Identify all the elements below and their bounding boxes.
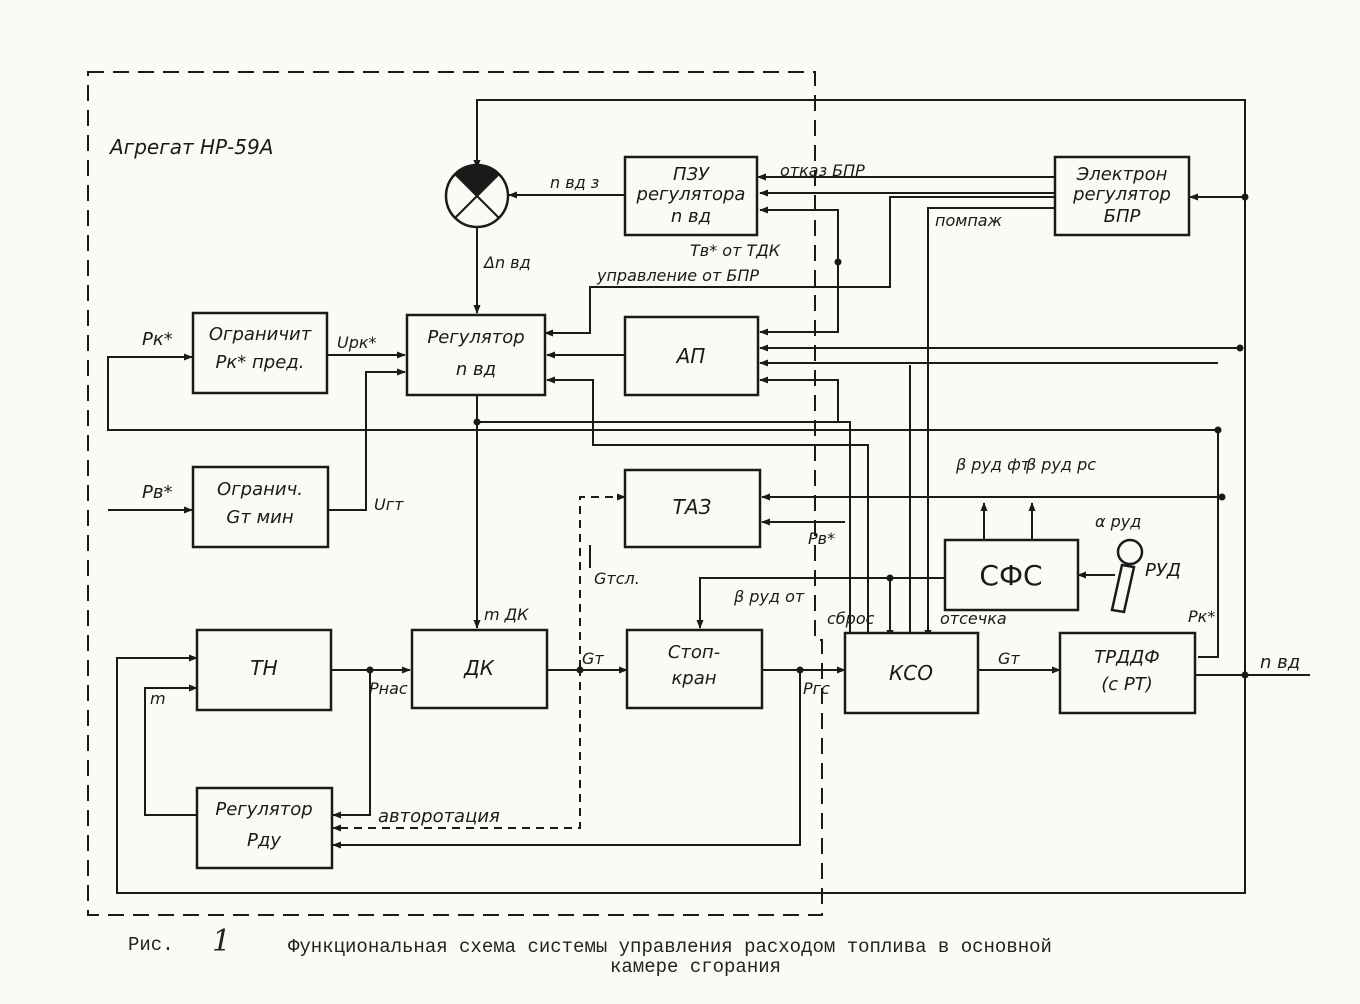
sig-sbros: сброс — [827, 609, 875, 628]
line-ap-in3 — [759, 376, 839, 422]
dk-label: ДК — [463, 656, 495, 680]
line-pnas-reg — [332, 670, 371, 819]
comparator-icon — [444, 163, 510, 229]
stopkran-line1: Стоп- — [668, 642, 720, 663]
sig-gtsl: Gтсл. — [594, 569, 640, 588]
block-regulator-pdu — [195, 786, 334, 870]
sig-beta-rs: β руд рс — [1025, 455, 1096, 474]
line-ugt — [328, 368, 406, 511]
line-tdk-ap — [759, 262, 839, 336]
block-pzu — [623, 155, 759, 237]
line-kso-reg — [546, 376, 869, 640]
electron-line3: БПР — [1104, 206, 1141, 227]
trddf-line2: (с РТ) — [1101, 674, 1153, 695]
sig-delta-n: Δn вд — [482, 253, 531, 272]
sig-pv-taz: Pв* — [808, 529, 835, 548]
ogr-gt-line1: Огранич. — [217, 479, 303, 500]
sig-alpha-rud: α руд — [1095, 512, 1141, 531]
sig-ugt: Uгт — [374, 495, 404, 514]
line-nvd-top-loop — [473, 99, 1246, 675]
pzu-line3: n вд — [671, 206, 711, 227]
sig-gt2: Gт — [998, 649, 1020, 668]
caption-line2: камере сгорания — [610, 956, 782, 978]
pzu-line1: ПЗУ — [673, 164, 710, 185]
electron-line2: регулятор — [1072, 184, 1171, 205]
line-avtorotatsiya — [332, 668, 581, 832]
sig-nvd-out: n вд — [1260, 652, 1300, 673]
block-sfs — [943, 538, 1080, 612]
block-dk — [410, 628, 549, 710]
sig-gt1: Gт — [582, 649, 604, 668]
block-ogr-gt — [191, 465, 330, 549]
unit-label: Агрегат НР-59А — [108, 135, 273, 159]
sig-tv-tdk: Тв* от ТДК — [690, 241, 781, 260]
aggregate-boundary — [87, 71, 823, 916]
line-pgs-reg — [332, 670, 801, 849]
sig-pv-in: Pв* — [142, 482, 172, 503]
block-electron-regulator — [1053, 155, 1191, 237]
block-regulator-nvd — [405, 313, 547, 397]
block-ogr-pk — [191, 311, 329, 395]
sig-otkaz: отказ БПР — [780, 161, 865, 180]
sig-otsechka: отсечка — [940, 609, 1007, 628]
caption-line1: Функциональная схема системы управления … — [288, 936, 1052, 958]
line-taz-in — [579, 493, 626, 668]
pzu-line2: регулятора — [636, 184, 746, 205]
sig-pompazh: помпаж — [935, 211, 1003, 230]
ap-label: АП — [675, 344, 706, 368]
caption-prefix: Рис. — [128, 934, 174, 956]
line-sfs-stop — [696, 577, 945, 629]
line-bottom-loop — [116, 654, 1246, 894]
ogr-gt-line2: Gт мин — [226, 507, 293, 528]
sfs-label: СФС — [979, 559, 1042, 592]
junction-dots — [366, 193, 1249, 679]
block-taz — [623, 468, 762, 549]
reg-pdu-line2: Pду — [247, 830, 281, 851]
sig-beta-ot: β руд от — [733, 587, 805, 606]
block-stopkran — [625, 628, 764, 710]
ogr-pk-line2: Pк* пред. — [216, 352, 305, 373]
ogr-pk-line1: Ограничит — [209, 324, 312, 345]
stopkran-line2: кран — [671, 668, 716, 689]
tn-label: ТН — [250, 656, 277, 680]
sig-m: m — [150, 689, 166, 708]
sig-upk: Uрк* — [337, 333, 377, 352]
sig-avtorotatsiya: авторотация — [378, 806, 500, 827]
line-reg-taz — [477, 421, 851, 640]
line-pompazh — [924, 207, 1055, 639]
block-ap — [623, 315, 760, 397]
trddf-line1: ТРДДФ — [1094, 647, 1159, 668]
sig-beta-ft: β руд фт — [955, 455, 1031, 474]
block-tn — [195, 628, 333, 712]
line-pk-long — [107, 353, 1219, 658]
line-tv-tdk — [759, 206, 839, 262]
kso-label: КСО — [889, 661, 933, 685]
sig-pgs: Pгс — [803, 679, 830, 698]
sig-pnas: Pнас — [369, 679, 408, 698]
sig-nvdz: n вд з — [550, 173, 599, 192]
sig-rud: РУД — [1145, 560, 1181, 581]
sig-pk-in: Pк* — [142, 329, 173, 350]
sig-pk-trddf: Pк* — [1188, 607, 1215, 626]
reg-pdu-line1: Регулятор — [215, 799, 312, 820]
reg-nvd-line2: n вд — [456, 359, 496, 380]
line-upr-bpr — [544, 196, 1055, 337]
rud-lever-icon — [1110, 538, 1144, 614]
caption-number: 1 — [212, 924, 232, 959]
sig-mdk: m ДК — [484, 605, 529, 624]
block-trddf — [1058, 631, 1197, 715]
block-kso — [843, 631, 980, 715]
line-m-loop — [144, 684, 198, 816]
taz-label: ТАЗ — [673, 495, 712, 519]
sig-upr-bpr: управление от БПР — [596, 266, 759, 285]
electron-line1: Электрон — [1076, 164, 1168, 185]
reg-nvd-line1: Регулятор — [427, 327, 524, 348]
